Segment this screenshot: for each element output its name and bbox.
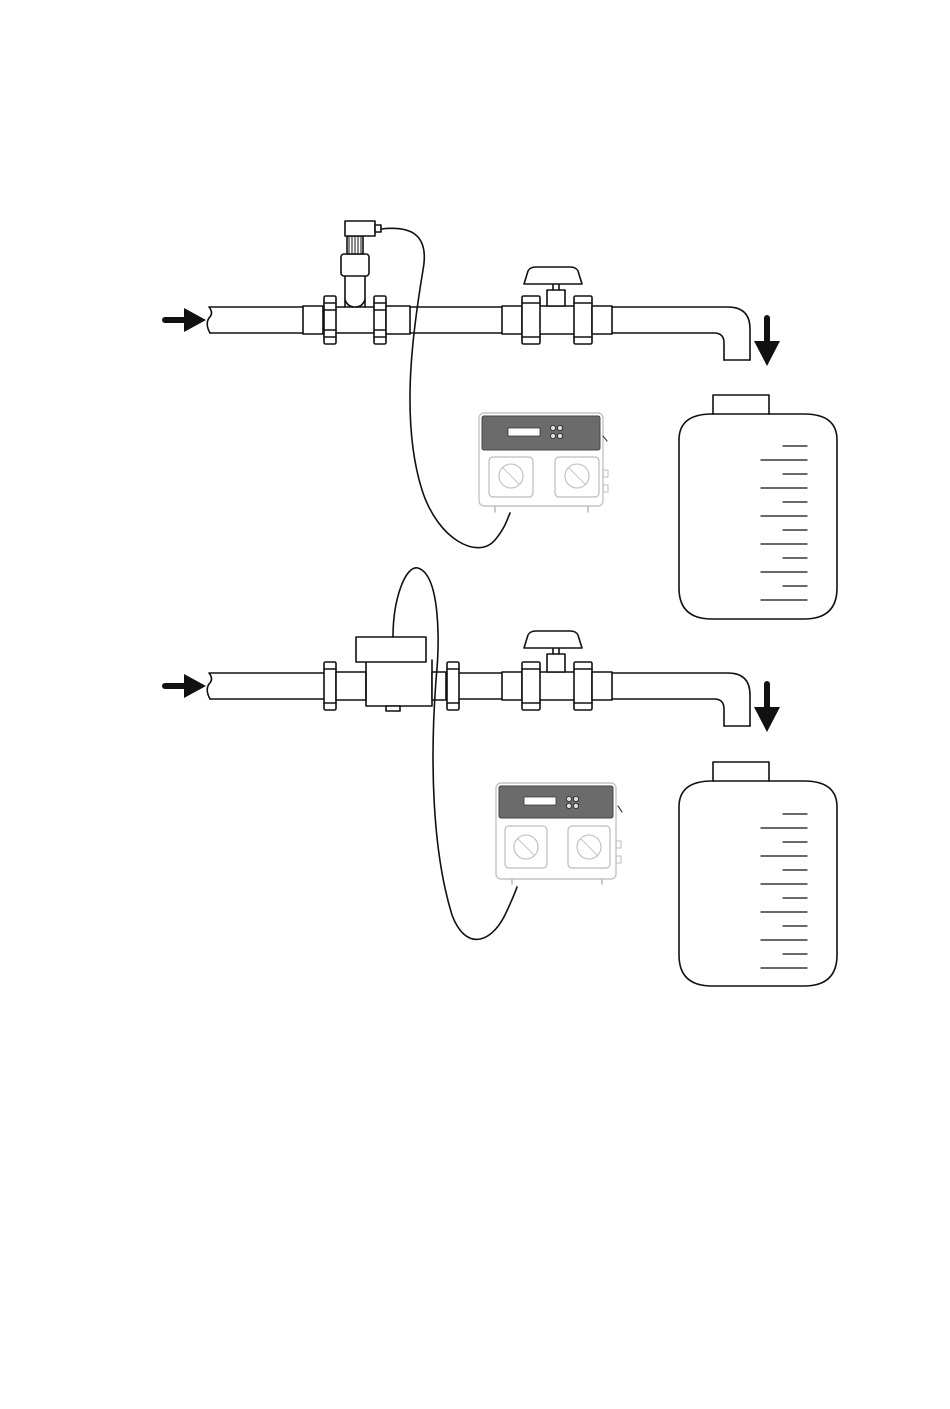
- container-scale: [761, 814, 807, 968]
- flow-sensor: [324, 637, 502, 711]
- ball-valve: [502, 267, 612, 344]
- inlet-arrow-icon: [165, 308, 206, 332]
- inlet-pipe: [207, 673, 324, 699]
- installation-bottom: [165, 568, 837, 986]
- sensor-probe: [341, 221, 381, 276]
- inlet-pipe: [207, 307, 502, 333]
- inlet-arrow-icon: [165, 674, 206, 698]
- dosing-pump: [496, 783, 622, 884]
- outlet-elbow: [612, 673, 750, 726]
- outlet-elbow: [612, 307, 750, 360]
- graduated-container: [679, 762, 837, 986]
- sensor-tee: [303, 276, 410, 344]
- ball-valve: [502, 631, 612, 710]
- outlet-down-arrow-icon: [754, 318, 780, 366]
- sensor-cable: [393, 568, 517, 940]
- installation-top: [165, 221, 837, 619]
- container-scale: [761, 446, 807, 600]
- graduated-container: [679, 395, 837, 619]
- outlet-down-arrow-icon: [754, 684, 780, 732]
- dosing-pump: [479, 413, 608, 512]
